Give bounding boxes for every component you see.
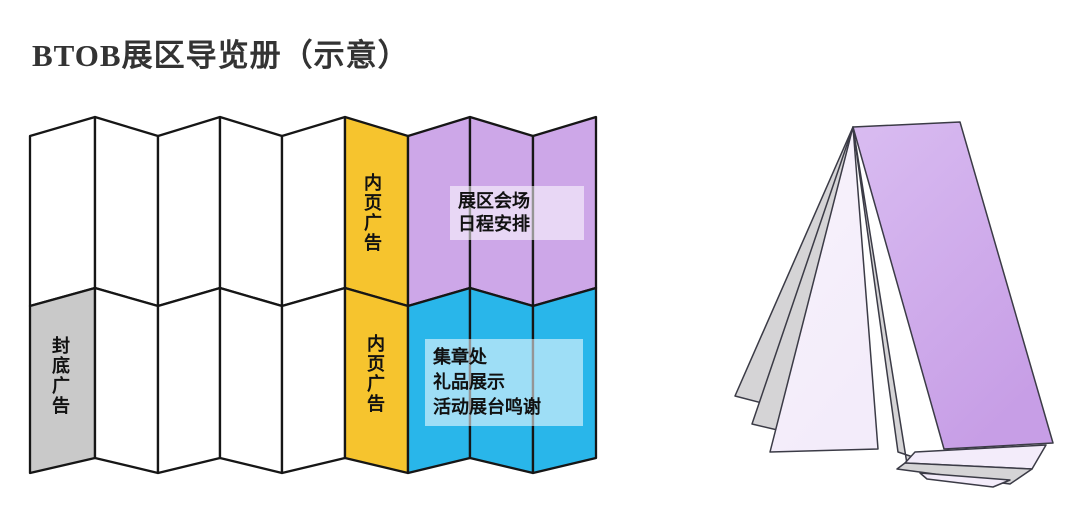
accordion-panel-top-1	[93, 115, 160, 308]
accordion-panel-top-2	[156, 115, 222, 308]
booklet-3d-illustration	[734, 121, 1054, 488]
accordion-panel-bottom-3	[218, 286, 284, 475]
accordion-panel-top-0	[28, 115, 97, 308]
venue-schedule-note-line: 展区会场	[458, 191, 530, 211]
booklet-tail-light-2	[919, 472, 1011, 488]
accordion-panel-top-3	[218, 115, 284, 308]
stamp-gift-note-line: 集章处	[433, 347, 487, 367]
accordion-panel-bottom-2	[156, 286, 222, 475]
booklet-front-cover	[852, 121, 1054, 450]
accordion-panel-bottom-4	[280, 286, 347, 475]
booklet-sheet-light-middle	[769, 126, 879, 453]
page-title: BTOB展区导览册（示意）	[32, 38, 410, 73]
back-cover-ad-label: 封底广告	[50, 336, 70, 416]
stamp-gift-note-line: 礼品展示	[433, 372, 505, 392]
accordion-panel-top-4	[280, 115, 347, 308]
venue-schedule-note-line: 日程安排	[458, 214, 530, 234]
inner-page-ad-label-bottom: 内页广告	[365, 334, 385, 414]
stamp-gift-note-line: 活动展台鸣谢	[433, 397, 541, 417]
inner-page-ad-label-top: 内页广告	[362, 173, 382, 253]
accordion-panel-bottom-1	[93, 286, 160, 475]
stamp-gift-note: 集章处 礼品展示 活动展台鸣谢	[425, 339, 583, 426]
venue-schedule-note: 展区会场 日程安排	[450, 186, 584, 240]
